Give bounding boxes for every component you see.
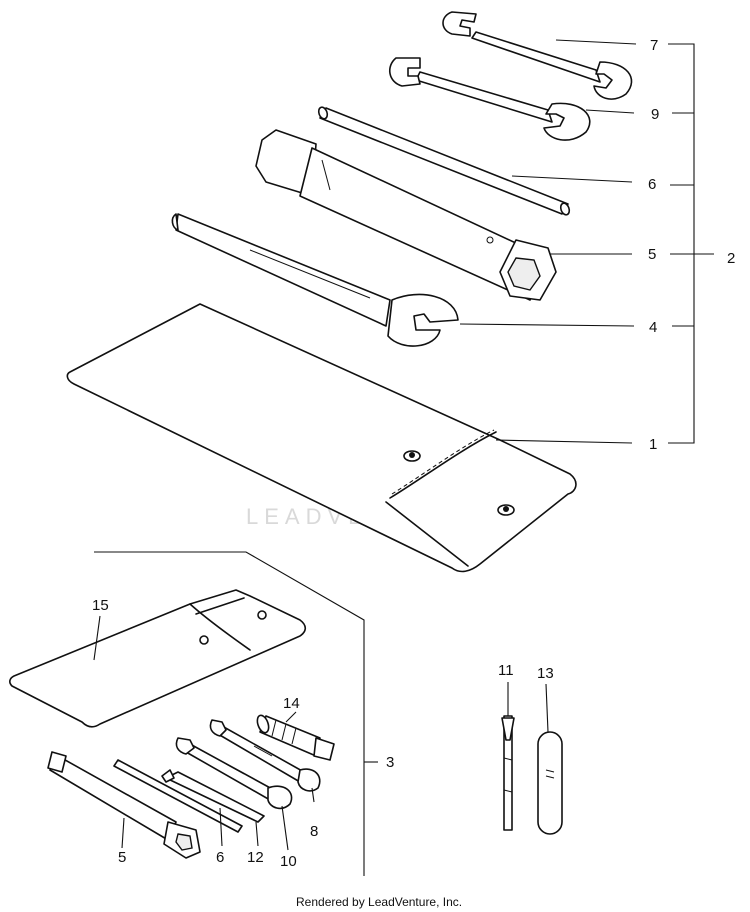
callout-2: 2 — [727, 250, 735, 267]
wrench-item-8 — [209, 719, 321, 792]
screwdriver-grip-item-13 — [537, 731, 563, 835]
screwdriver-item-12 — [161, 769, 265, 823]
tool-bag-item-15 — [9, 589, 307, 728]
callout-7: 7 — [650, 37, 658, 54]
wrench-item-9 — [389, 57, 591, 141]
callout-5-bottom: 5 — [118, 849, 126, 866]
wrench-item-10 — [175, 737, 293, 810]
tool-bag-item-1 — [66, 303, 577, 573]
callout-5-top: 5 — [648, 246, 656, 263]
wrench-item-4 — [171, 213, 459, 347]
callout-11: 11 — [498, 662, 514, 679]
callout-12: 12 — [247, 849, 264, 866]
screwdriver-handle-item-14 — [256, 714, 335, 761]
callout-13: 13 — [537, 665, 554, 682]
wrench-item-7 — [442, 11, 633, 100]
leader-lines-top — [459, 39, 714, 444]
callout-14: 14 — [283, 695, 300, 712]
callout-9: 9 — [651, 106, 659, 123]
callout-4: 4 — [649, 319, 657, 336]
callout-6-top: 6 — [648, 176, 656, 193]
rod-item-6-top — [317, 106, 571, 216]
callout-15: 15 — [92, 597, 109, 614]
screwdriver-blade-item-11 — [501, 715, 515, 831]
callout-10: 10 — [280, 853, 297, 870]
leader-lines-bottom — [93, 551, 549, 876]
footer-credit: Rendered by LeadVenture, Inc. — [296, 895, 462, 909]
callout-3: 3 — [386, 754, 394, 771]
callout-6-bottom: 6 — [216, 849, 224, 866]
box-spanner-item-5-top — [255, 129, 557, 301]
callout-8: 8 — [310, 823, 318, 840]
box-spanner-item-5-bottom — [47, 751, 201, 859]
rod-item-6-bottom — [113, 759, 243, 833]
callout-1: 1 — [649, 436, 657, 453]
